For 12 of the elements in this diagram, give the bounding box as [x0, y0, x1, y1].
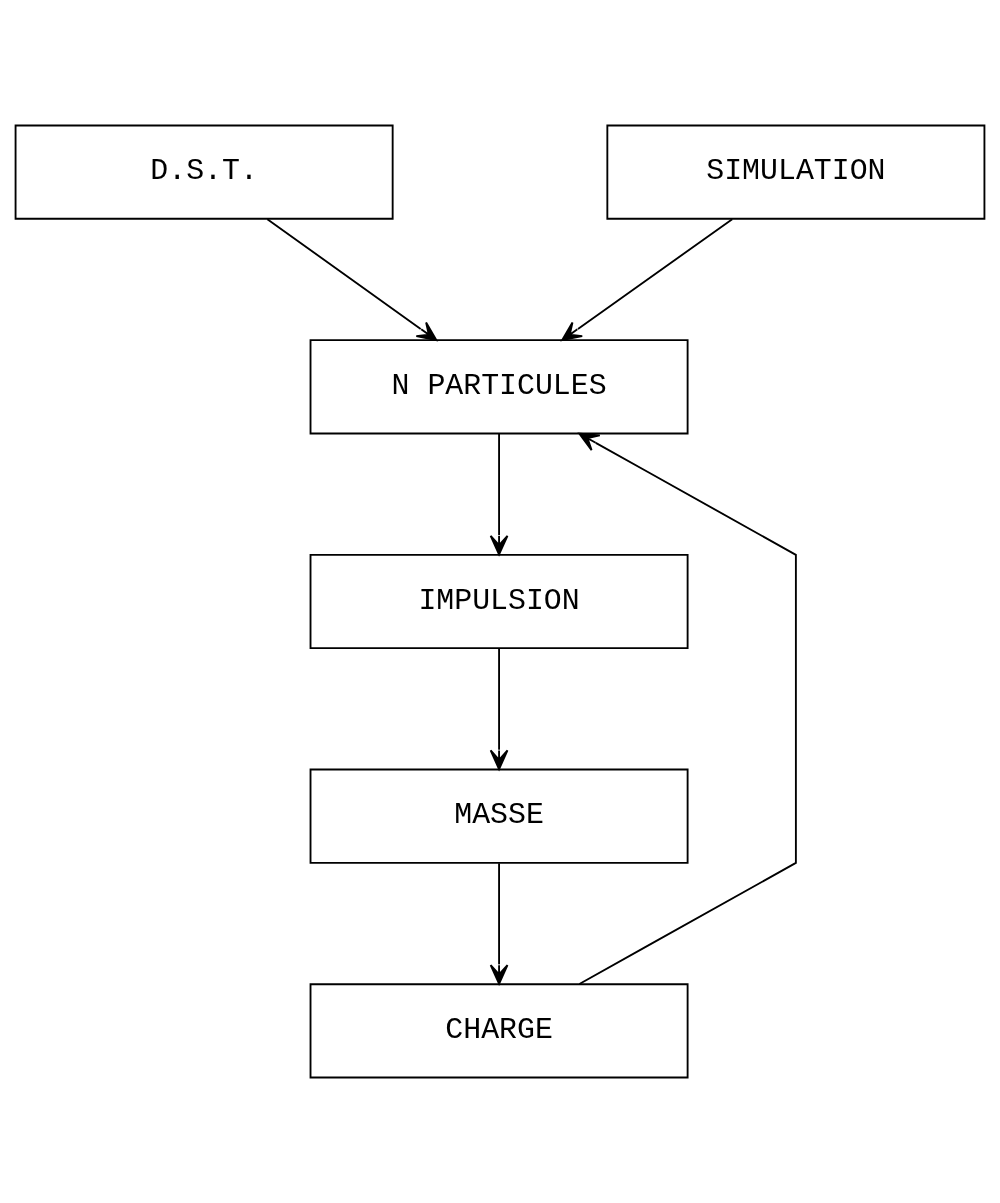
node-box: SIMULATION [606, 124, 986, 220]
node-box: CHARGE [309, 983, 689, 1079]
arrow [561, 218, 734, 342]
node-box: IMPULSION [309, 553, 689, 650]
node-box: N PARTICULES [309, 339, 689, 435]
arrow [489, 433, 509, 556]
arrow [489, 862, 509, 985]
arrow [489, 647, 509, 771]
arrow [578, 432, 797, 985]
arrow [266, 218, 438, 342]
node-box: MASSE [309, 768, 689, 864]
node-box: D.S.T. [14, 124, 394, 220]
